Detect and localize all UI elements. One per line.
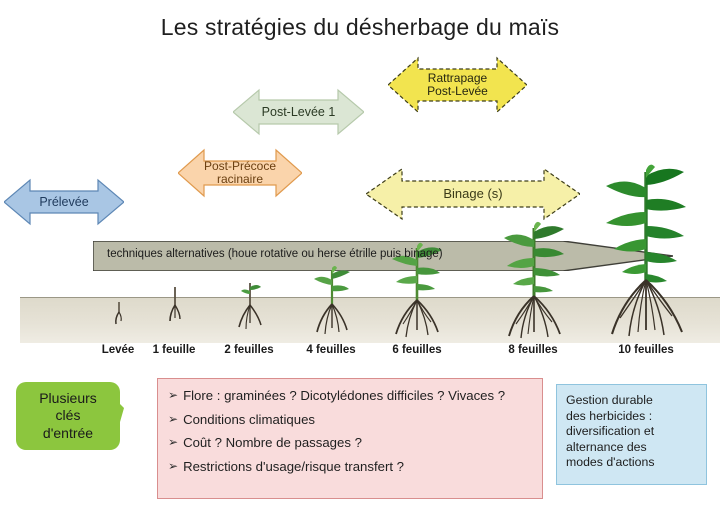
blue-box-line-4: alternance des xyxy=(566,439,647,454)
blue-box-line-3: diversification et xyxy=(566,424,655,439)
arrow-rattrapage-shape xyxy=(388,56,527,114)
stage-label-6-feuilles: 6 feuilles xyxy=(392,344,442,356)
stage-label-4-feuilles: 4 feuilles xyxy=(306,344,356,356)
sustainable-herbicide-box: Gestion durable des herbicides : diversi… xyxy=(556,384,707,485)
plant-stage-10-feuilles xyxy=(606,164,686,337)
plant-stage-4-feuilles xyxy=(314,266,350,335)
bullet-arrow-icon: ➢ xyxy=(168,435,179,449)
key-item-conditions-label: Conditions climatiques xyxy=(183,411,316,427)
blue-box-line-2: des herbicides : xyxy=(566,408,653,423)
page-title: Les stratégies du désherbage du maïs xyxy=(160,14,560,40)
soil-band xyxy=(20,297,720,343)
plant-stage-8-feuilles xyxy=(504,221,564,339)
arrow-post-levee-1[interactable]: Post-Levée 1 xyxy=(233,88,364,136)
stage-label-levee: Levée xyxy=(101,344,135,356)
arrow-prelevee-shape xyxy=(4,178,124,226)
arrow-post-precoce-shape xyxy=(178,148,302,198)
techniques-alternatives-label: techniques alternatives (houe rotative o… xyxy=(107,248,443,260)
key-item-restrictions: ➢ Restrictions d'usage/risque transfert … xyxy=(168,459,534,474)
callout-bubble-shape xyxy=(16,382,124,450)
key-item-cout-label: Coût ? Nombre de passages ? xyxy=(183,435,362,450)
callout-line-1: Plusieurs xyxy=(39,389,97,406)
key-item-conditions: ➢ Conditions climatiques xyxy=(168,412,534,427)
blue-box-line-5: modes d'actions xyxy=(566,455,655,470)
key-item-flore-label: Flore : graminées ? Dicotylédones diffic… xyxy=(183,388,506,403)
stage-label-2-feuilles: 2 feuilles xyxy=(224,344,274,356)
bullet-arrow-icon: ➢ xyxy=(168,458,179,473)
bullet-arrow-icon: ➢ xyxy=(168,411,179,426)
plant-stage-6-feuilles xyxy=(392,242,442,338)
stage-label-1-feuille: 1 feuille xyxy=(152,344,196,356)
arrow-post-precoce-racinaire[interactable]: Post-Précoce racinaire xyxy=(178,148,302,198)
stage-label-8-feuilles: 8 feuilles xyxy=(508,344,558,356)
stage-label-10-feuilles: 10 feuilles xyxy=(618,344,674,356)
key-item-flore: ➢ Flore : graminées ? Dicotylédones diff… xyxy=(168,388,534,403)
plant-stage-1-feuille xyxy=(169,287,181,322)
entry-keys-box: ➢ Flore : graminées ? Dicotylédones diff… xyxy=(157,378,543,499)
key-item-cout: ➢ Coût ? Nombre de passages ? xyxy=(168,435,534,450)
callout-line-2: clés xyxy=(55,407,81,424)
arrow-rattrapage-post-levee[interactable]: Rattrapage Post-Levée xyxy=(388,56,527,114)
callout-plusieurs-cles-entree[interactable]: Plusieurs clés d'entrée xyxy=(16,382,124,450)
blue-box-line-1: Gestion durable xyxy=(566,393,653,407)
arrow-binage-shape xyxy=(366,167,580,221)
plant-stage-2-feuilles xyxy=(238,283,262,330)
bullet-arrow-icon: ➢ xyxy=(168,388,179,402)
key-item-restrictions-label: Restrictions d'usage/risque transfert ? xyxy=(183,458,405,474)
callout-text: Plusieurs clés d'entrée xyxy=(16,382,120,450)
arrow-binage[interactable]: Binage (s) xyxy=(366,167,580,221)
plant-stage-levee xyxy=(115,302,122,325)
arrow-prelevee[interactable]: Prélevée xyxy=(4,178,124,226)
callout-line-3: d'entrée xyxy=(42,424,94,441)
arrow-post-levee-1-shape xyxy=(233,88,364,136)
